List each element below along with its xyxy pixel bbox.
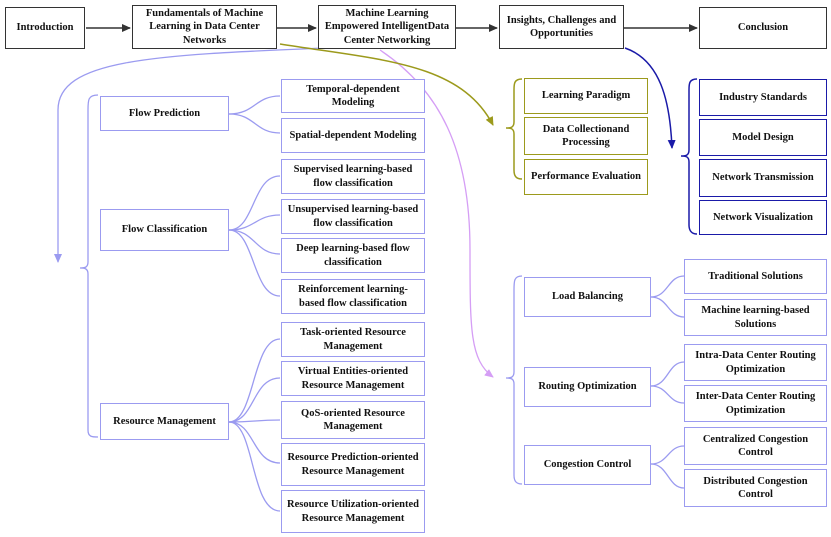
resource-management-child: Resource Prediction-oriented Resource Ma… [281,443,425,486]
arrow-fundamentals-to-olive-group [279,43,494,126]
child-label: Performance Evaluation [531,171,641,183]
flow-classification-child: Deep learning-based flow classification [281,238,425,273]
insights-label: Insights, Challenges and Opportunities [506,14,617,39]
insights-child: Model Design [699,119,827,156]
fundamentals-label: Fundamentals of Machine Learning in Data… [145,8,264,46]
introduction-label: Introduction [16,22,74,34]
routing-optimization-label: Routing Optimization [538,381,637,393]
child-label: Reinforcement learning-based flow classi… [298,284,408,309]
resource-management-label: Resource Management [113,415,216,427]
introduction-node: Introduction [5,7,85,49]
load-balancing-child: Traditional Solutions [684,259,827,294]
child-label: Learning Paradigm [541,90,631,102]
child-label: Deep learning-based flow classification [296,243,410,268]
child-label: Resource Prediction-oriented Resource Ma… [287,452,419,477]
fundamentals-child: Data Collectionand Processing [524,117,648,155]
flow-classification-child: Supervised learning-based flow classific… [281,159,425,194]
child-label: Centralized Congestion Control [702,433,809,458]
child-label: Industry Standards [719,91,807,103]
arrow-ml-to-left-group [54,47,326,263]
fundamentals-node: Fundamentals of Machine Learning in Data… [132,5,277,49]
routing-optimization-child: Intra-Data Center Routing Optimization [684,344,827,381]
child-label: Network Visualization [712,211,814,223]
brace-left-group [79,94,99,438]
conclusion-label: Conclusion [737,22,789,34]
resource-management-child: QoS-oriented Resource Management [281,401,425,439]
flow-prediction-child: Temporal-dependent Modeling [281,79,425,113]
child-label: Resource Utilization-oriented Resource M… [287,499,419,524]
insights-child: Network Transmission [699,159,827,197]
child-label: Task-oriented Resource Management [300,327,406,352]
flow-classification-node: Flow Classification [100,209,229,251]
brace-right-lower-group [505,275,523,485]
child-label: Network Transmission [712,172,814,184]
child-label: Unsupervised learning-based flow classif… [287,204,419,229]
flow-prediction-child: Spatial-dependent Modeling [281,118,425,153]
load-balancing-node: Load Balancing [524,277,651,317]
child-label: Temporal-dependent Modeling [306,83,400,108]
resource-management-child: Resource Utilization-oriented Resource M… [281,490,425,533]
congestion-control-label: Congestion Control [543,459,632,471]
child-label: Supervised learning-based flow classific… [293,164,413,189]
child-label: Spatial-dependent Modeling [289,129,417,141]
flow-prediction-label: Flow Prediction [128,107,201,119]
flow-classification-child: Unsupervised learning-based flow classif… [281,199,425,234]
load-balancing-child: Machine learning-based Solutions [684,299,827,336]
brace-navy-group [680,78,698,235]
flow-prediction-node: Flow Prediction [100,96,229,131]
child-label: Model Design [732,131,794,143]
child-label: Traditional Solutions [708,270,803,282]
insights-child: Industry Standards [699,79,827,116]
insights-child: Network Visualization [699,200,827,235]
resource-management-child: Task-oriented Resource Management [281,322,425,357]
insights-node: Insights, Challenges and Opportunities [499,5,624,49]
resource-management-node: Resource Management [100,403,229,440]
brace-olive-group [505,78,523,180]
child-label: Inter-Data Center Routing Optimization [695,391,816,416]
child-label: Distributed Congestion Control [703,475,808,500]
child-label: Data Collectionand Processing [542,123,630,148]
fundamentals-child: Learning Paradigm [524,78,648,114]
child-label: Intra-Data Center Routing Optimization [695,350,816,375]
flow-classification-label: Flow Classification [121,224,208,236]
resource-management-child: Virtual Entities-oriented Resource Manag… [281,361,425,396]
flow-classification-child: Reinforcement learning-based flow classi… [281,279,425,314]
load-balancing-label: Load Balancing [552,291,623,303]
routing-optimization-node: Routing Optimization [524,367,651,407]
congestion-control-child: Distributed Congestion Control [684,469,827,507]
ml-empowered-node: Machine Learning Empowered IntelligentDa… [318,5,456,49]
congestion-control-node: Congestion Control [524,445,651,485]
congestion-control-child: Centralized Congestion Control [684,427,827,465]
arrow-insights-to-navy-group [624,47,676,149]
ml-empowered-label: Machine Learning Empowered IntelligentDa… [324,8,450,46]
child-label: QoS-oriented Resource Management [301,407,405,432]
child-label: Virtual Entities-oriented Resource Manag… [297,366,409,391]
child-label: Machine learning-based Solutions [701,305,810,330]
fundamentals-child: Performance Evaluation [524,159,648,195]
routing-optimization-child: Inter-Data Center Routing Optimization [684,385,827,422]
conclusion-node: Conclusion [699,7,827,49]
